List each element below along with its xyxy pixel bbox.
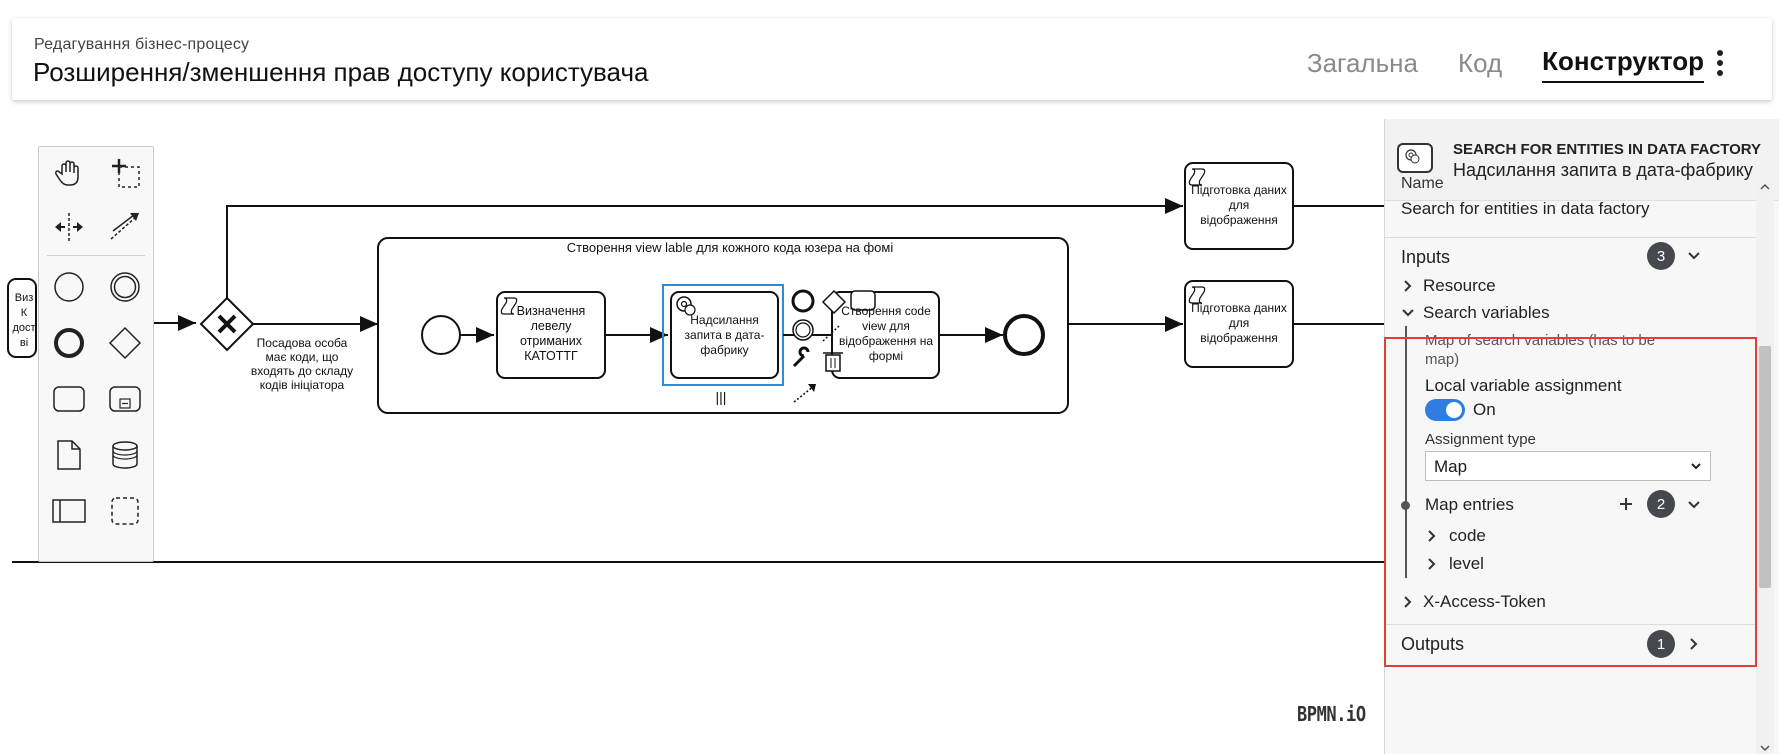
tab-constructor[interactable]: Конструктор [1542, 46, 1704, 83]
task-send-request-label: Надсилання запита в дата-фабрику [684, 313, 765, 357]
script-icon [500, 297, 518, 315]
scrollbar-thumb[interactable] [1759, 346, 1771, 588]
append-task-icon [850, 290, 876, 311]
global-connect-tool-icon[interactable] [105, 207, 145, 247]
gear-icon [676, 296, 696, 316]
task-send-request[interactable] [670, 291, 779, 379]
map-entry-level[interactable]: level [1449, 554, 1484, 573]
create-pool-icon[interactable] [49, 491, 89, 531]
chevron-down-icon[interactable] [1687, 249, 1701, 263]
chevron-right-icon[interactable] [1425, 557, 1439, 571]
chevron-right-icon[interactable] [1425, 529, 1439, 543]
tab-bar: Загальна Код Конструктор [1307, 46, 1704, 83]
map-entries-count-badge: 2 [1647, 490, 1675, 518]
subprocess-title: Створення view lable для кожного кода юз… [566, 240, 894, 255]
panel-scrollbar[interactable] [1756, 181, 1774, 754]
assignment-type-label: Assignment type [1425, 431, 1536, 448]
end-event[interactable] [1003, 314, 1045, 356]
script-icon [1188, 286, 1206, 304]
map-entry-code[interactable]: code [1449, 526, 1486, 545]
chevron-down-icon [1691, 463, 1701, 470]
context-pad[interactable] [791, 289, 876, 403]
outputs-count-badge: 1 [1647, 630, 1675, 658]
create-gateway-icon[interactable] [105, 323, 145, 363]
chevron-down-icon[interactable] [1401, 306, 1415, 320]
bpmn-diagram[interactable]: ||| [0, 108, 1384, 754]
element-name: Надсилання запита в дата-фабрику [1453, 160, 1753, 180]
chevron-right-icon[interactable] [1401, 279, 1415, 293]
task-create-view-label: Створення code view для відображення на … [838, 304, 934, 363]
panel-header: SEARCH FOR ENTITIES IN DATA FACTORY Надс… [1385, 119, 1779, 201]
inputs-count-badge: 3 [1647, 242, 1675, 270]
tab-general[interactable]: Загальна [1306, 48, 1418, 78]
create-subprocess-icon[interactable] [105, 379, 145, 419]
diagram-canvas[interactable]: ||| [0, 108, 1384, 754]
service-task-gear-icon [1397, 143, 1433, 173]
local-variable-label: Local variable assignment [1425, 376, 1622, 395]
resource-item[interactable]: Resource [1423, 276, 1496, 295]
task-prepare-data-2-label: Підготовка даних для відображення [1191, 301, 1287, 345]
add-icon[interactable] [1619, 497, 1633, 511]
tool-palette [38, 146, 154, 562]
append-end-event-icon [791, 289, 815, 313]
create-start-event-icon[interactable] [49, 267, 89, 307]
bpmn-io-logo[interactable]: BPMN.iO [1297, 702, 1366, 726]
lasso-tool-icon[interactable] [105, 153, 145, 193]
more-menu-icon[interactable] [1710, 46, 1730, 82]
map-entries-header[interactable]: Map entries [1425, 495, 1514, 514]
scroll-up-icon[interactable] [1756, 181, 1774, 193]
name-field[interactable]: Search for entities in data factory [1401, 199, 1650, 218]
create-group-icon[interactable] [105, 491, 145, 531]
search-variables-description: Map of search variables (has to be map) [1425, 332, 1656, 368]
toggle-state-label: On [1473, 400, 1496, 419]
name-label: Name [1401, 175, 1444, 192]
local-variable-toggle[interactable] [1425, 399, 1465, 421]
chevron-right-icon[interactable] [1687, 637, 1701, 651]
group-bullet [1401, 501, 1410, 510]
append-gateway-icon [821, 289, 847, 315]
properties-panel: SEARCH FOR ENTITIES IN DATA FACTORY Надс… [1384, 119, 1779, 754]
partial-task-label: Виз К дост ві [12, 292, 36, 349]
group-indent-line [1405, 326, 1407, 578]
create-data-store-icon[interactable] [105, 435, 145, 475]
create-data-object-icon[interactable] [49, 435, 89, 475]
x-access-token-item[interactable]: X-Access-Token [1423, 592, 1546, 611]
start-event[interactable] [421, 315, 461, 355]
scroll-down-icon[interactable] [1756, 742, 1774, 754]
outputs-group-header[interactable]: Outputs [1401, 634, 1465, 654]
create-task-icon[interactable] [49, 379, 89, 419]
task-define-level-label: Визначення левелу отриманих КАТОТТГ [516, 304, 586, 363]
inputs-group-header[interactable]: Inputs [1401, 247, 1451, 267]
task-partial-left[interactable] [7, 278, 37, 358]
trash-icon [823, 352, 843, 372]
exclusive-gateway[interactable] [199, 296, 255, 352]
element-type: SEARCH FOR ENTITIES IN DATA FACTORY [1453, 141, 1762, 158]
page-subtitle: Редагування бізнес-процесу [34, 36, 250, 53]
sequence-flow[interactable] [226, 198, 1183, 298]
gateway-label: Посадова особа має коди, що входять до с… [250, 336, 354, 392]
search-variables-header[interactable]: Search variables [1423, 303, 1550, 322]
task-prepare-data-1-label: Підготовка даних для відображення [1191, 183, 1287, 227]
association-icon [793, 385, 815, 403]
chevron-down-icon[interactable] [1687, 498, 1701, 512]
create-intermediate-event-icon[interactable] [105, 267, 145, 307]
hand-tool-icon[interactable] [49, 153, 89, 193]
editor-header: Редагування бізнес-процесу Розширення/зм… [12, 18, 1772, 100]
space-tool-icon[interactable] [49, 207, 89, 247]
script-icon [1188, 168, 1206, 186]
assignment-type-select[interactable]: Map [1425, 451, 1711, 481]
wrench-icon [792, 346, 810, 368]
tab-code[interactable]: Код [1457, 48, 1503, 78]
page-title: Розширення/зменшення прав доступу корист… [33, 57, 649, 87]
chevron-right-icon[interactable] [1401, 595, 1415, 609]
assignment-type-value: Map [1434, 457, 1468, 476]
create-end-event-icon[interactable] [49, 323, 89, 363]
multi-instance-marker: ||| [716, 389, 727, 405]
